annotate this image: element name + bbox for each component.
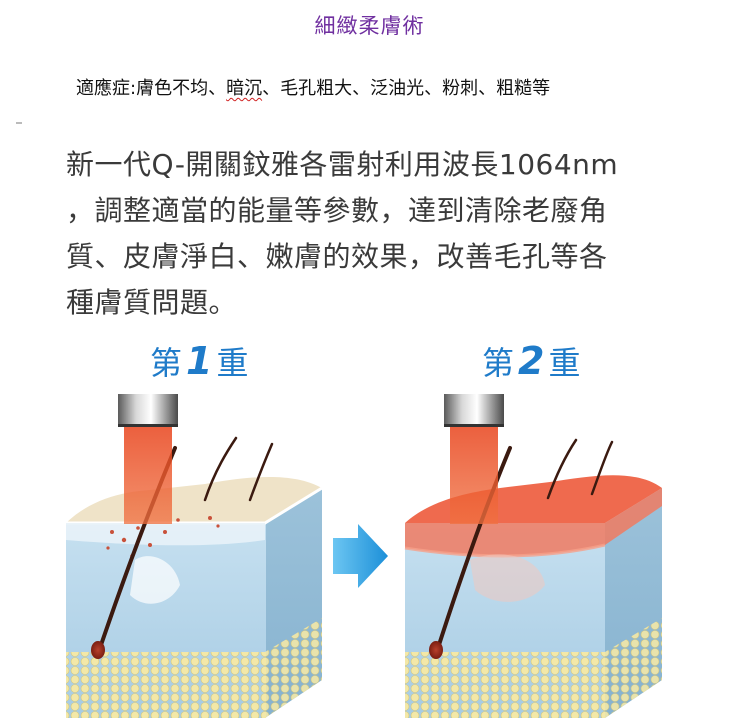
stage-1-label: 第 1 重: [150, 338, 248, 384]
indication-items-c: 、毛孔粗大、泛油光、粉刺、粗糙等: [262, 78, 551, 99]
description-line-3: 質、皮膚淨白、嫩膚的效果，改善毛孔等各: [66, 240, 608, 273]
arrow-right-icon: [333, 524, 388, 588]
indication-items-b: 暗沉: [226, 78, 263, 99]
stage-2-label: 第 2 重: [482, 338, 580, 384]
indication-label: 適應症:: [76, 78, 137, 99]
description-line-1: 新一代Q-開關鈫雅各雷射利用波長1064nm: [66, 148, 619, 181]
description: 新一代Q-開關鈫雅各雷射利用波長1064nm ，調整適當的能量等參數，達到清除老…: [66, 142, 676, 326]
page-title: 細緻柔膚術: [314, 14, 425, 38]
indication-line: 適應症:膚色不均、暗沉、毛孔粗大、泛油光、粉刺、粗糙等: [76, 74, 550, 100]
stage-1-suffix: 重: [216, 344, 249, 382]
stage-1-prefix: 第: [150, 344, 183, 382]
skin-block-2: [404, 394, 662, 718]
stage-1-number: 1: [186, 339, 213, 383]
stage-2-suffix: 重: [548, 344, 581, 382]
description-line-4: 種膚質問題。: [66, 286, 238, 319]
indication-items-a: 膚色不均、: [136, 78, 227, 99]
description-line-2: ，調整適當的能量等參數，達到清除老廢角: [66, 194, 608, 227]
stage-2-prefix: 第: [482, 344, 515, 382]
stage-2-number: 2: [518, 339, 545, 383]
corner-mark: [16, 122, 22, 124]
skin-block-1: [66, 394, 323, 718]
